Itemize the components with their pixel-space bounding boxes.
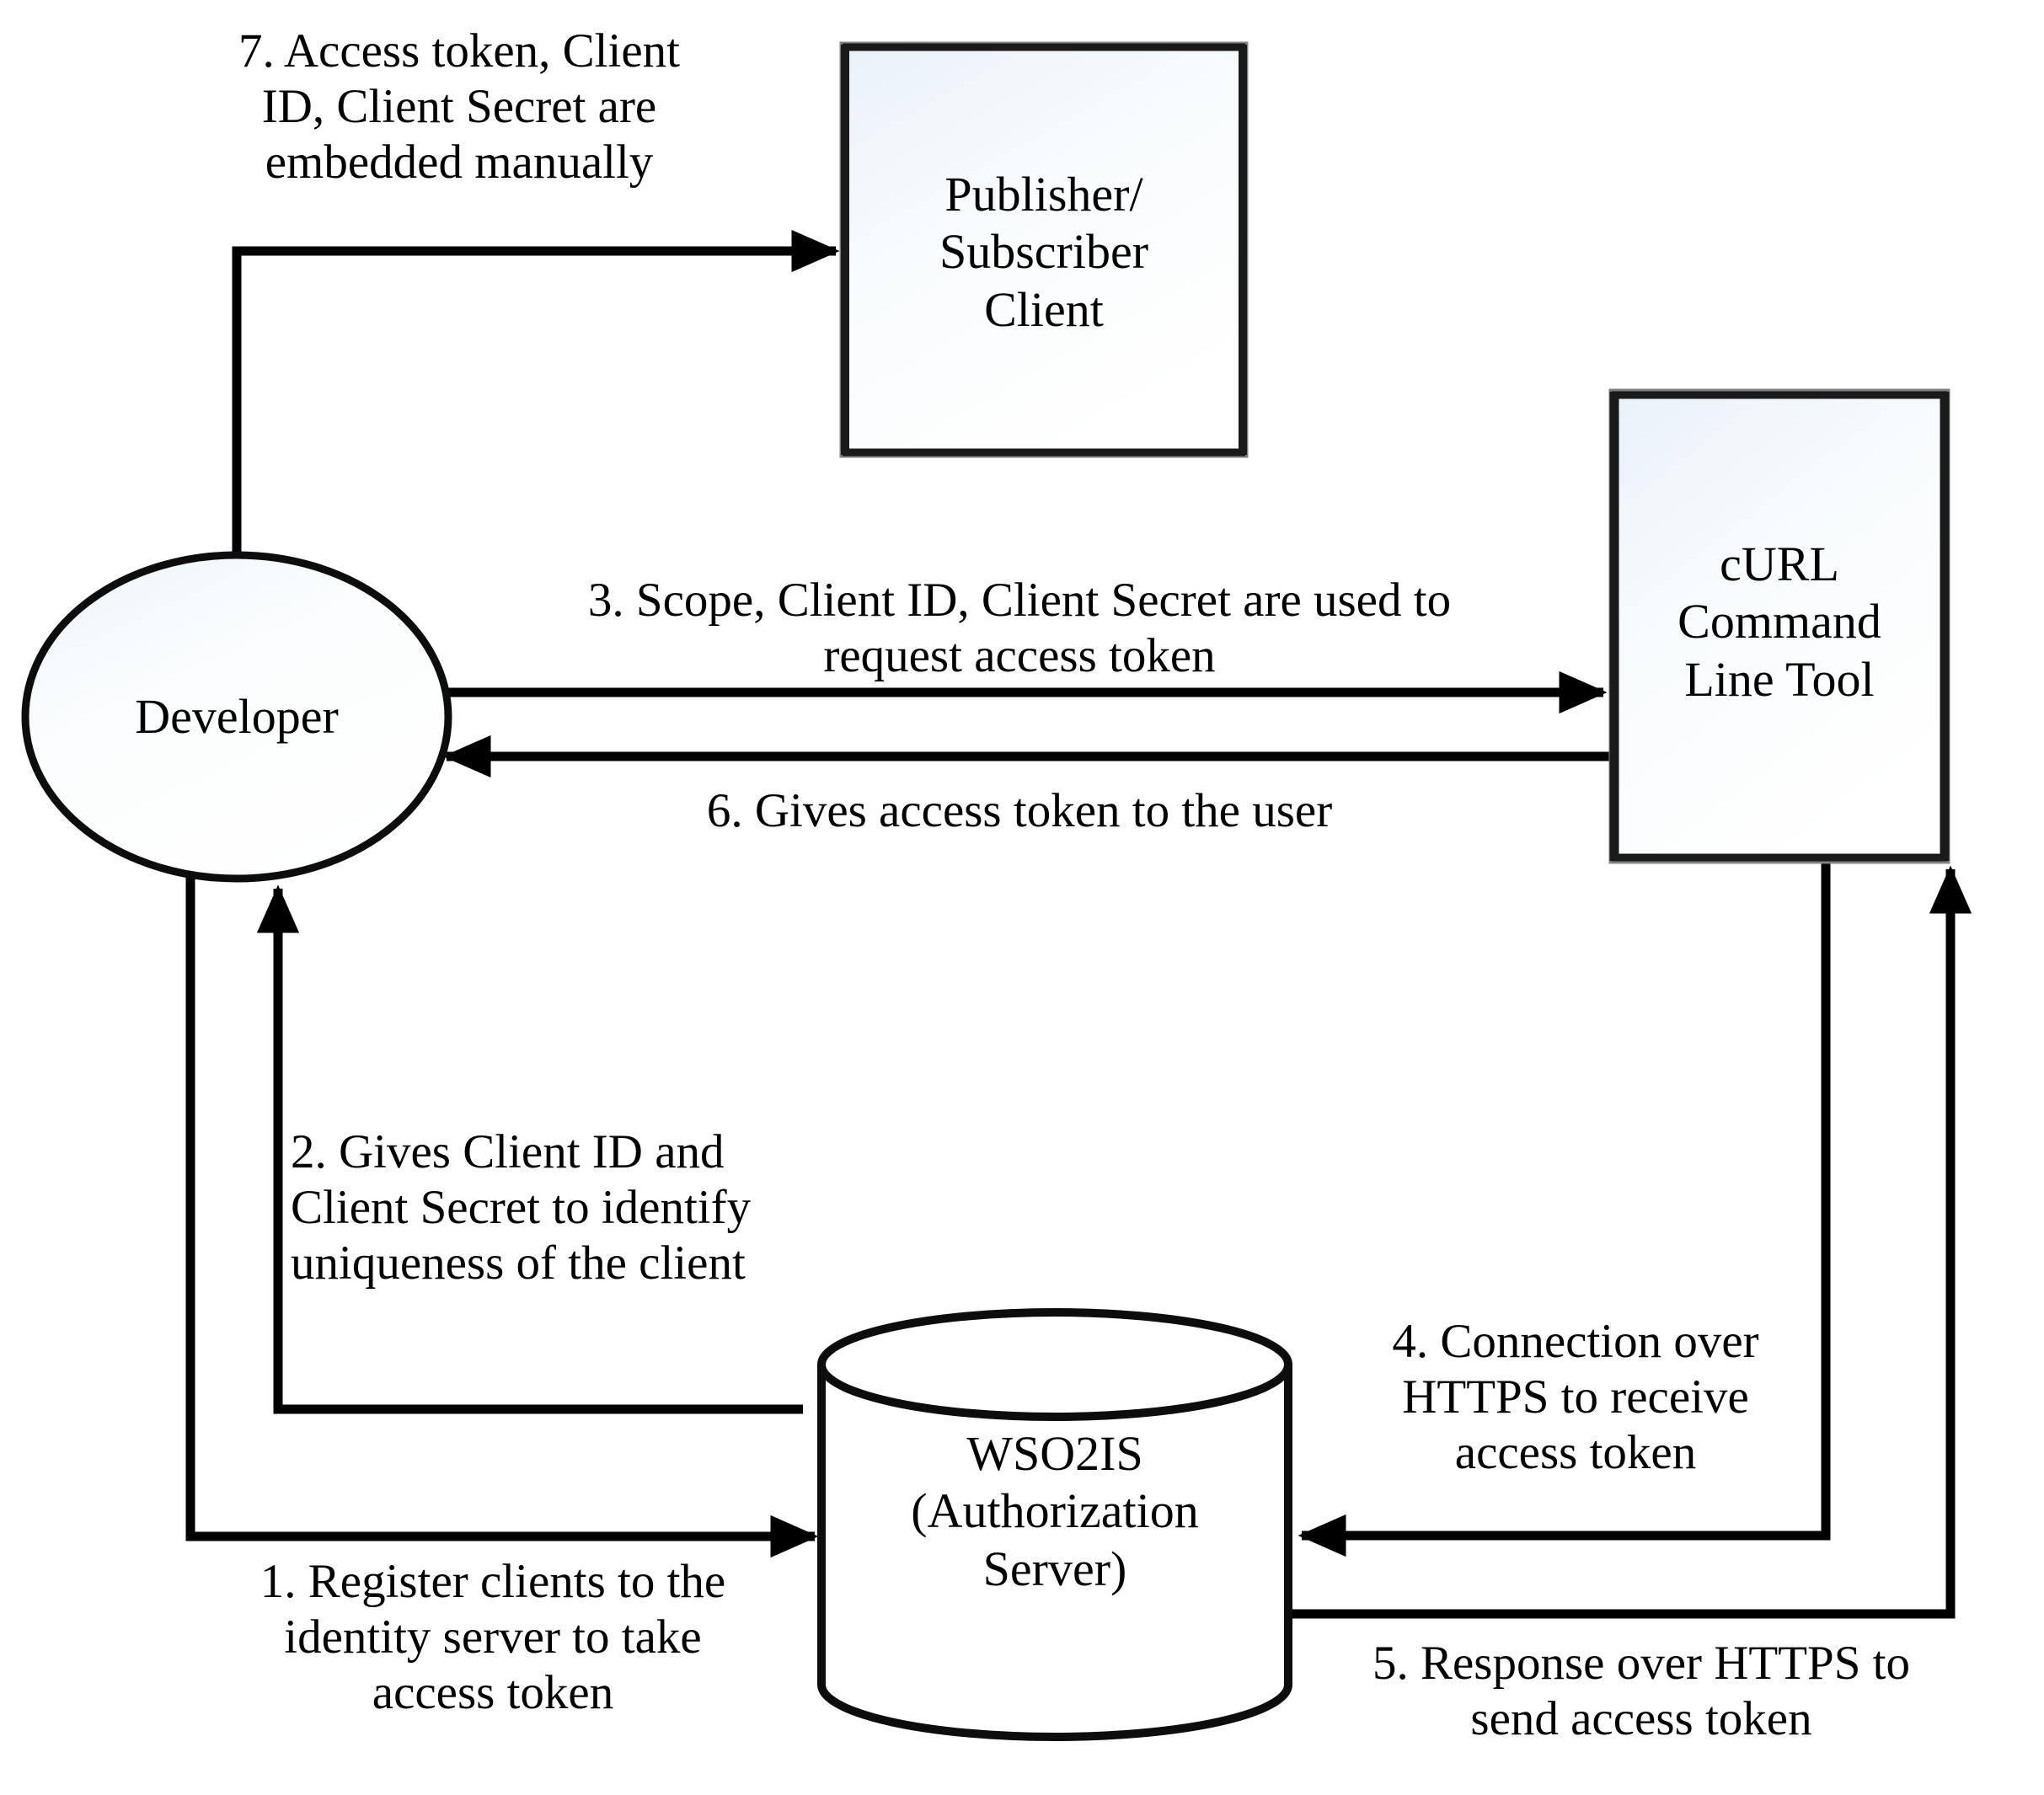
node-wso2is-authorization-server[interactable]: WSO2IS (Authorization Server): [821, 1312, 1288, 1737]
node-developer-shape: [21, 551, 452, 883]
flow-label-6: 6. Gives access token to the user: [706, 784, 1333, 837]
connector-flow-1: [185, 876, 819, 1558]
node-wso2is-authorization-server-shape: [817, 1308, 1292, 1741]
node-publisher-subscriber-client[interactable]: Publisher/ Subscriber Client: [843, 45, 1245, 455]
node-publisher-subscriber-client-shape: [839, 41, 1249, 458]
node-curl-command-line-tool-shape: [1608, 388, 1950, 864]
flow-label-1: 1. Register clients to the identity serv…: [260, 1555, 726, 1720]
node-publisher-subscriber-client-label: Publisher/ Subscriber Client: [939, 167, 1149, 337]
flow-label-5: 5. Response over HTTPS to send access to…: [1372, 1637, 1911, 1746]
node-developer[interactable]: Developer: [25, 555, 448, 879]
flow-label-7: 7. Access token, Client ID, Client Secre…: [238, 24, 680, 190]
flow-label-3: 3. Scope, Client ID, Client Secret are u…: [587, 574, 1452, 683]
flow-label-2: 2. Gives Client ID and Client Secret to …: [291, 1125, 752, 1290]
connector-flow-4: [1298, 861, 1831, 1557]
node-developer-label: Developer: [135, 689, 339, 744]
connector-flow-2: [256, 884, 803, 1414]
connector-flow-5: [1287, 865, 1972, 1619]
connector-flow-7: [232, 229, 840, 558]
node-curl-command-line-tool[interactable]: cURL Command Line Tool: [1612, 392, 1947, 861]
flow-label-4: 4. Connection over HTTPS to receive acce…: [1392, 1315, 1759, 1480]
node-curl-command-line-tool-label: cURL Command Line Tool: [1677, 537, 1881, 707]
node-wso2is-authorization-server-label: WSO2IS (Authorization Server): [911, 1426, 1199, 1596]
